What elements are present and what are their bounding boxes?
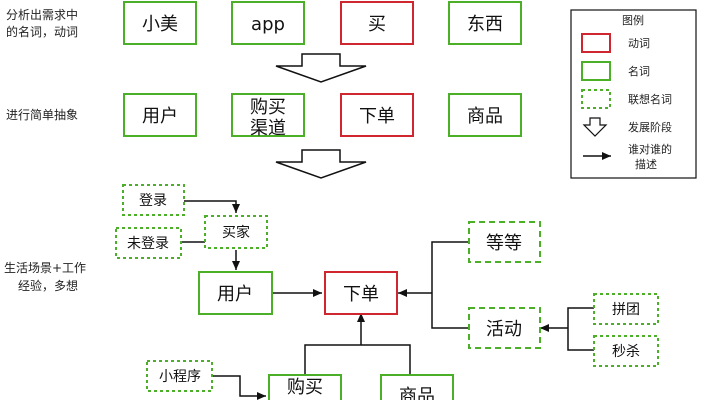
node-not-logged-in: 未登录 xyxy=(115,227,182,259)
svg-text:买: 买 xyxy=(368,14,386,35)
node-buy-channel-scene: 购买 xyxy=(268,374,342,400)
node-app: app xyxy=(231,1,305,45)
label-analysis-line2: 的名词，动词 xyxy=(6,24,78,39)
node-group-buy: 拼团 xyxy=(593,293,659,325)
svg-text:活动: 活动 xyxy=(486,319,522,340)
svg-text:小美: 小美 xyxy=(142,14,178,35)
legend-describe-line1: 谁对谁的 xyxy=(628,142,672,156)
svg-text:购买: 购买 xyxy=(287,377,323,398)
legend-verb-label: 动词 xyxy=(628,37,650,50)
svg-text:app: app xyxy=(251,14,285,35)
svg-text:购买: 购买 xyxy=(250,97,286,118)
legend-verb-swatch xyxy=(581,33,611,53)
svg-text:商品: 商品 xyxy=(467,106,503,127)
label-analysis-line1: 分析出需求中 xyxy=(6,7,78,22)
node-mini-program: 小程序 xyxy=(146,360,213,392)
legend-title: 图例 xyxy=(622,13,644,27)
node-order-abstract: 下单 xyxy=(340,93,414,137)
node-order-scene: 下单 xyxy=(324,271,398,315)
node-channel-abstract: 购买 渠道 xyxy=(231,93,305,139)
label-abstract: 进行简单抽象 xyxy=(6,108,78,122)
label-scenario-line1: 生活场景+工作 xyxy=(4,261,86,275)
svg-text:拼团: 拼团 xyxy=(612,302,640,318)
scenario-connectors xyxy=(181,200,594,400)
svg-text:东西: 东西 xyxy=(467,14,503,35)
legend-phase-arrow-icon xyxy=(582,117,608,137)
node-goods-abstract: 商品 xyxy=(448,93,522,137)
node-login: 登录 xyxy=(122,184,185,216)
svg-text:买家: 买家 xyxy=(222,224,250,241)
svg-text:等等: 等等 xyxy=(486,233,522,254)
node-etc: 等等 xyxy=(468,221,541,263)
svg-text:下单: 下单 xyxy=(343,284,379,305)
node-xiaomei: 小美 xyxy=(123,1,197,45)
legend-assoc-swatch xyxy=(581,89,611,109)
node-activity: 活动 xyxy=(468,307,541,349)
node-buyer: 买家 xyxy=(204,215,268,249)
legend-noun-label: 名词 xyxy=(628,64,650,78)
node-user-abstract: 用户 xyxy=(123,93,197,137)
legend-phase-label: 发展阶段 xyxy=(628,120,672,134)
svg-text:下单: 下单 xyxy=(359,106,395,127)
svg-text:未登录: 未登录 xyxy=(127,236,169,252)
node-stuff: 东西 xyxy=(448,1,522,45)
node-goods-scene: 商品 xyxy=(380,374,454,400)
node-buy: 买 xyxy=(340,1,414,45)
legend-noun-swatch xyxy=(581,61,611,81)
phase-arrow-1 xyxy=(275,53,367,83)
node-flash-sale: 秒杀 xyxy=(593,335,659,367)
svg-text:渠道: 渠道 xyxy=(250,118,286,139)
svg-text:登录: 登录 xyxy=(139,193,167,209)
svg-text:秒杀: 秒杀 xyxy=(612,344,640,360)
legend-assoc-label: 联想名词 xyxy=(628,92,672,106)
node-user-scene: 用户 xyxy=(198,271,273,315)
svg-text:小程序: 小程序 xyxy=(159,369,201,385)
phase-arrow-2 xyxy=(275,149,367,179)
svg-text:商品: 商品 xyxy=(399,386,435,400)
svg-text:用户: 用户 xyxy=(142,106,178,127)
svg-text:用户: 用户 xyxy=(217,284,253,305)
legend: 图例 动词 名词 联想名词 发展阶段 谁对谁的 描述 xyxy=(570,9,697,179)
label-scenario-line2: 经验，多想 xyxy=(18,278,78,293)
legend-describe-line2: 描述 xyxy=(635,157,657,171)
